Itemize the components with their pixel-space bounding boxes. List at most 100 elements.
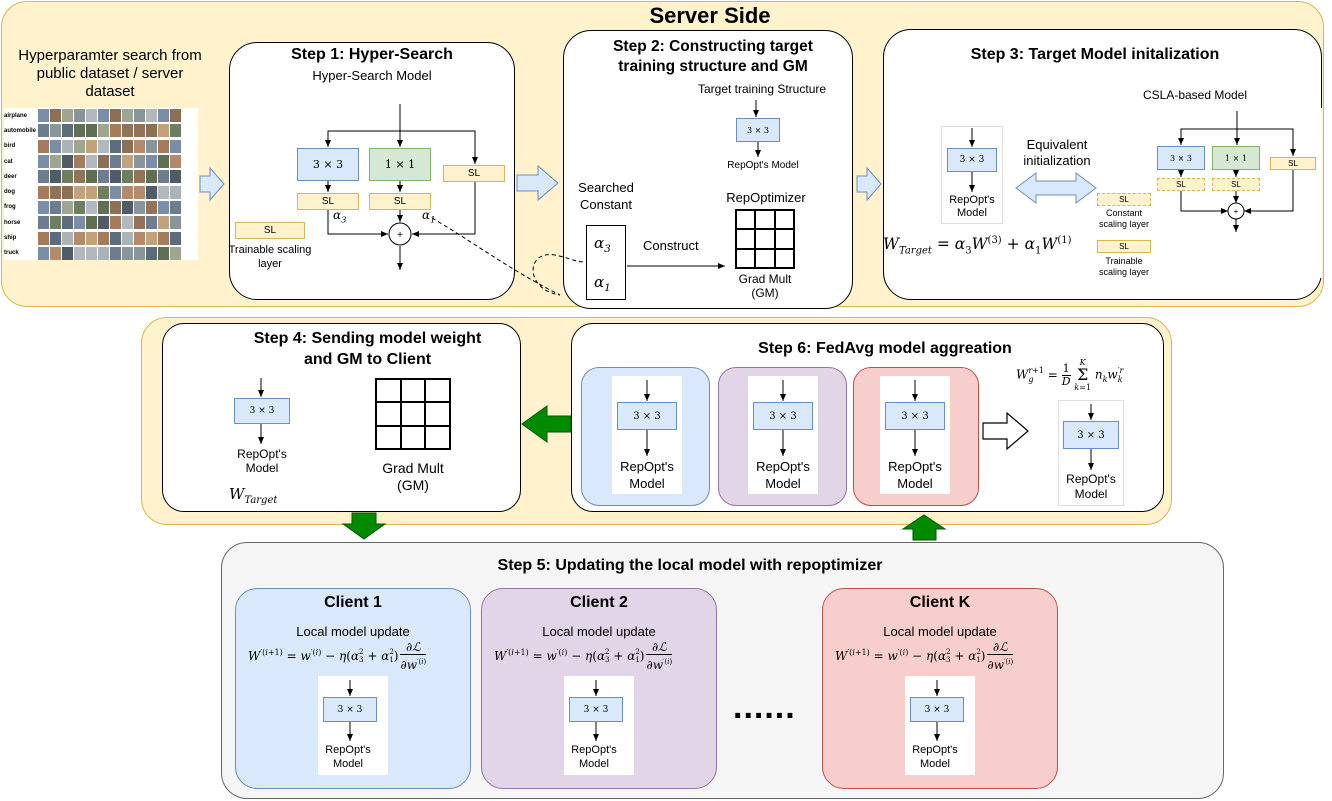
dataset-thumbnail (62, 170, 73, 184)
dataset-thumbnail (110, 246, 121, 260)
dataset-thumbnail (110, 109, 121, 123)
dataset-thumbnail (122, 124, 133, 138)
client-2-conv: 3 × 3 (569, 697, 623, 722)
client-k-update-label: Local model update (883, 624, 997, 639)
dataset-thumbnail (74, 185, 85, 199)
dataset-thumbnail (170, 109, 181, 123)
step4-wtarget: WTarget (229, 485, 278, 506)
dataset-thumbnail (122, 200, 133, 214)
dataset-row: truck (4, 246, 198, 261)
step1-connectors (325, 104, 478, 270)
dataset-thumbnail (38, 139, 49, 153)
step3-formula: WTarget = α3W(3) + α1W(1) (883, 235, 1072, 257)
dataset-thumbnail (158, 109, 169, 123)
dataset-thumbnail (122, 109, 133, 123)
dataset-thumbnail (98, 200, 109, 214)
dataset-thumbnail (62, 200, 73, 214)
step2-repoptimizer-label: RepOptimizer (726, 190, 806, 205)
dataset-thumbnail (134, 185, 145, 199)
dataset-thumbnail (170, 246, 181, 260)
dataset-thumbnail (110, 231, 121, 245)
dataset-thumbnail (86, 185, 97, 199)
dataset-class-label: frog (4, 204, 16, 211)
flow-arrow-dataset (199, 166, 225, 202)
dataset-class-label: dog (4, 189, 15, 196)
dataset-thumbnail (86, 170, 97, 184)
dataset-thumbnail (50, 109, 61, 123)
step6-title: Step 6: FedAvg model aggreation (758, 340, 1012, 357)
dataset-thumbnail (170, 155, 181, 169)
dataset-thumbnail (134, 170, 145, 184)
step4-model-panel (227, 374, 307, 480)
dataset-thumbnail (86, 109, 97, 123)
client-1-conv: 3 × 3 (323, 697, 377, 722)
dataset-thumbnail (50, 185, 61, 199)
dataset-thumbnail (62, 139, 73, 153)
step4-gm-label: Grad Mult (GM) (382, 460, 444, 493)
dataset-thumbnail (38, 246, 49, 260)
step1-legend-label: Trainable scaling layer (228, 244, 312, 270)
dataset-thumbnail (74, 139, 85, 153)
dataset-thumbnail (98, 246, 109, 260)
client-k-model-panel (905, 676, 975, 775)
dataset-thumbnail (122, 155, 133, 169)
step3-csla-conv3x3: 3 × 3 (1157, 146, 1205, 170)
dataset-thumbnail (158, 216, 169, 230)
dataset-thumbnail (170, 170, 181, 184)
dataset-thumbnail (158, 246, 169, 260)
step1-sl-block-2: SL (369, 193, 431, 210)
dataset-thumbnail (74, 216, 85, 230)
dataset-class-label: automobile (4, 127, 37, 134)
dataset-thumbnail (122, 185, 133, 199)
dataset-thumbnail (158, 200, 169, 214)
client-k-name: Client K (909, 594, 971, 611)
dataset-thumbnail (146, 200, 157, 214)
dataset-thumbnail (122, 216, 133, 230)
green-arrow-clients-to-step6 (901, 514, 947, 541)
step2-alpha1: α1 (594, 273, 611, 294)
client-1-model-panel (318, 676, 388, 775)
step3-legend-train-label: Trainable scaling layer (1098, 256, 1150, 277)
dataset-thumbnail (98, 124, 109, 138)
client-k-model-label: RepOpt's Model (912, 744, 958, 770)
dataset-thumbnail (122, 170, 133, 184)
dataset-thumbnail (122, 231, 133, 245)
dataset-thumbnail (134, 139, 145, 153)
dataset-thumbnail (86, 139, 97, 153)
step6-model-label-1: RepOpt's Model (620, 459, 674, 491)
dataset-thumbnail (86, 216, 97, 230)
step4-gm-panel (362, 372, 464, 500)
step1-conv3x3-block: 3 × 3 (297, 148, 359, 181)
dataset-row: cat (4, 154, 198, 169)
step1-title: Step 1: Hyper-Search (291, 46, 453, 63)
dataset-thumbnail (50, 155, 61, 169)
dataset-thumbnail (98, 170, 109, 184)
aggregation-arrow (982, 411, 1029, 451)
step2-target-label: Target training Structure (697, 82, 827, 96)
flow-arrow-step2-step3 (856, 166, 882, 202)
dataset-row: deer (4, 169, 198, 184)
client-2-name: Client 2 (570, 594, 628, 611)
dataset-thumbnail (62, 155, 73, 169)
dataset-thumbnail (98, 231, 109, 245)
clients-ellipsis: ...... (733, 688, 796, 726)
dataset-thumbnail (74, 246, 85, 260)
dataset-thumbnail (86, 155, 97, 169)
step6-model-label-3: RepOpt's Model (888, 459, 942, 491)
dataset-thumbnail (62, 124, 73, 138)
step6-global-model-label: RepOpt's Model (1066, 472, 1116, 501)
dataset-thumbnail (158, 155, 169, 169)
dataset-row: horse (4, 215, 198, 230)
alpha-link-curve (431, 217, 586, 296)
dataset-thumbnail (158, 139, 169, 153)
step3-title: Step 3: Target Model initalization (970, 46, 1220, 63)
dataset-thumbnail (50, 231, 61, 245)
dataset-thumbnail (50, 200, 61, 214)
dataset-thumbnail (158, 231, 169, 245)
dataset-thumbnail (170, 185, 181, 199)
